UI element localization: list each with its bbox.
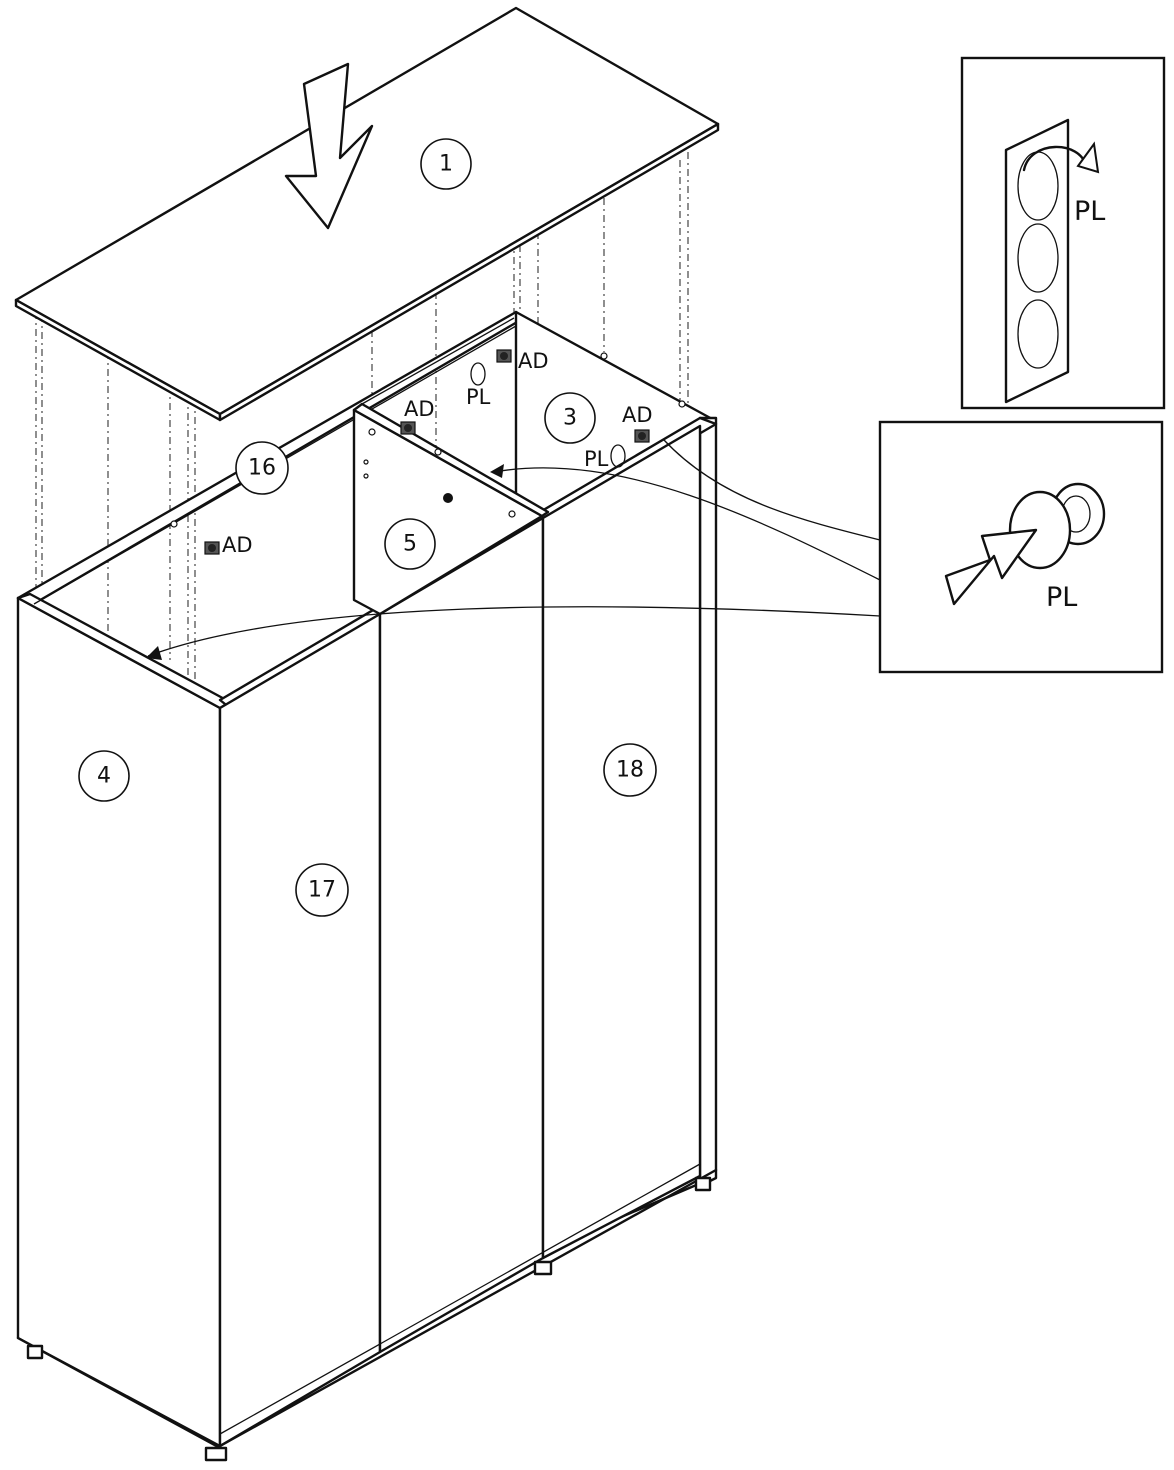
top-panel xyxy=(14,6,720,416)
svg-text:1: 1 xyxy=(439,152,453,177)
peel-arrow-head-icon xyxy=(1076,141,1100,174)
sticker-label: PL xyxy=(1074,196,1105,227)
alignment-guides xyxy=(35,152,689,692)
top-panel-side-edge xyxy=(218,122,720,422)
divider-hole xyxy=(443,493,453,503)
pin-hole xyxy=(170,520,178,528)
part-number-16: 16 xyxy=(235,441,289,495)
svg-text:18: 18 xyxy=(616,758,644,783)
label-pl: PL xyxy=(584,447,609,471)
sticker-sheet xyxy=(1004,118,1070,404)
middle-door-panel xyxy=(378,516,545,1354)
plug-label: PL xyxy=(1046,582,1077,613)
pin-hole xyxy=(600,352,608,360)
cam-lock-icon xyxy=(496,349,512,363)
top-panel-group xyxy=(14,6,720,422)
part-number-3: 3 xyxy=(544,392,596,444)
foot xyxy=(204,1446,228,1462)
svg-text:3: 3 xyxy=(563,406,577,431)
label-ad: AD xyxy=(518,349,549,373)
label-ad: AD xyxy=(404,397,435,421)
sticker-cap-icon xyxy=(1017,223,1059,293)
label-ad: AD xyxy=(622,403,653,427)
callout-lines xyxy=(146,439,881,660)
cam-lock-icon xyxy=(400,421,416,435)
arrow-head-icon xyxy=(490,464,504,478)
right-door-panel xyxy=(541,424,702,1260)
svg-text:4: 4 xyxy=(97,764,111,789)
svg-text:16: 16 xyxy=(248,456,276,481)
pin-hole xyxy=(678,400,686,408)
svg-text:17: 17 xyxy=(308,878,336,903)
label-ad: AD xyxy=(222,533,253,557)
push-down-arrow-icon xyxy=(284,62,374,230)
part-number-5: 5 xyxy=(384,518,436,570)
pin-hole xyxy=(508,510,516,518)
part-number-17: 17 xyxy=(295,863,349,917)
hardware-labels: AD AD AD AD PL PL xyxy=(222,349,653,557)
plug-disc-icon xyxy=(1008,490,1072,570)
push-arrow-icon xyxy=(944,528,1038,606)
part-number-18: 18 xyxy=(603,743,657,797)
left-side-panel xyxy=(16,596,222,1450)
sticker-cap-icon xyxy=(1017,299,1059,369)
part-number-callouts: 1 3 4 5 16 17 18 xyxy=(78,138,657,917)
arrow-head-icon xyxy=(146,646,162,660)
pin-hole xyxy=(363,459,369,465)
part-number-1: 1 xyxy=(420,138,472,190)
foot xyxy=(533,1260,553,1276)
foot xyxy=(26,1344,44,1360)
detail-box-plug: PL xyxy=(878,420,1164,674)
cam-lock-icon xyxy=(204,541,220,555)
cam-locks xyxy=(170,349,686,555)
plug-cap-icon xyxy=(610,444,626,468)
detail-box-sticker-sheet: PL xyxy=(960,56,1166,410)
cam-lock-icon xyxy=(634,429,650,443)
left-door-panel xyxy=(218,612,382,1448)
plug-cap-icon xyxy=(470,362,486,386)
right-side-edge xyxy=(698,416,718,1188)
pin-hole xyxy=(363,473,369,479)
svg-text:5: 5 xyxy=(403,532,417,557)
pin-hole xyxy=(434,448,442,456)
cabinet-carcass xyxy=(16,310,718,1462)
pin-hole xyxy=(368,428,376,436)
part-number-4: 4 xyxy=(78,750,130,802)
label-pl: PL xyxy=(466,385,491,409)
foot xyxy=(694,1176,712,1192)
